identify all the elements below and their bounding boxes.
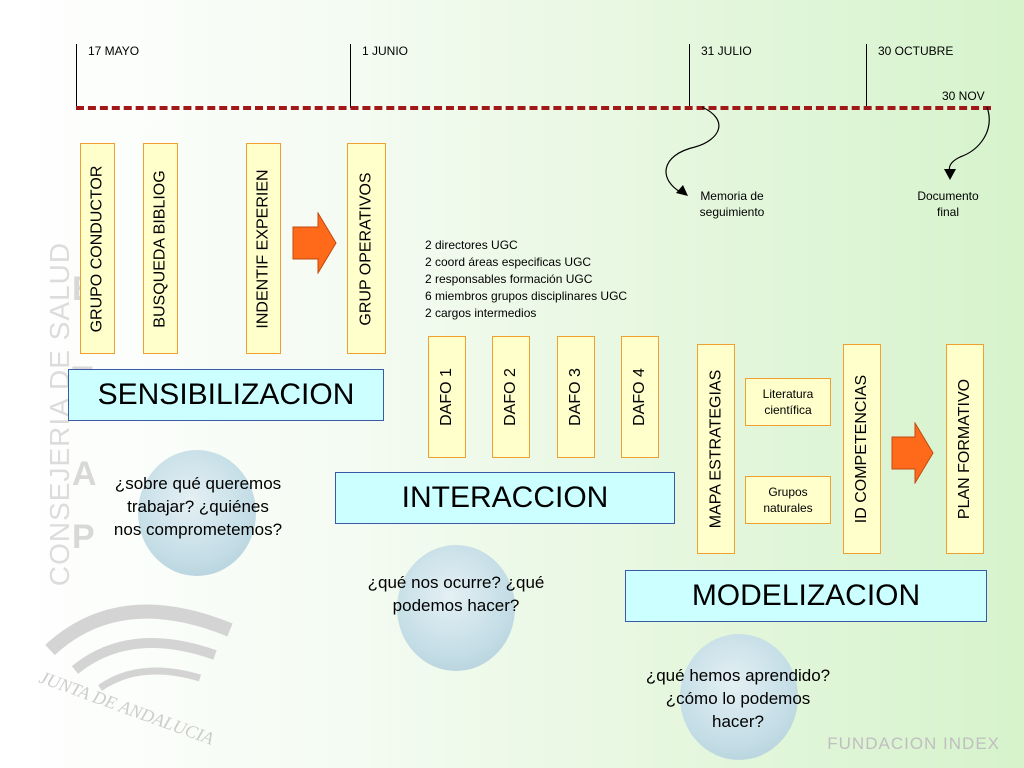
box-literatura-cientifica: Literatura científica <box>745 378 831 426</box>
box-dafo-2: DAFO 2 <box>492 336 530 458</box>
question-circle-2 <box>397 545 515 671</box>
timeline-curved-arrows <box>665 106 990 196</box>
box-plan-formativo: PLAN FORMATIVO <box>946 344 984 554</box>
box-indentif-experien: INDENTIF EXPERIEN <box>246 143 281 354</box>
box-dafo-4: DAFO 4 <box>621 336 659 458</box>
phase-modelizacion: MODELIZACION <box>625 570 987 622</box>
box-dafo-3-label: DAFO 3 <box>567 368 585 426</box>
members-item: 6 miembros grupos disciplinares UGC <box>425 289 628 303</box>
box-busqueda-bibliog-label: BUSQUEDA BIBLIOG <box>151 169 169 328</box>
question-3: ¿qué hemos aprendido? ¿cómo lo podemos h… <box>645 666 831 731</box>
box-dafo-4-label: DAFO 4 <box>631 368 649 426</box>
box-id-competencias: ID COMPETENCIAS <box>843 344 881 554</box>
date-1-junio: 1 JUNIO <box>362 44 409 58</box>
members-item: 2 directores UGC <box>425 238 518 252</box>
box-grupos-naturales: Grupos naturales <box>745 476 831 524</box>
phase-interaccion: INTERACCION <box>335 472 675 524</box>
members-item: 2 coord áreas especificas UGC <box>425 255 592 269</box>
members-item: 2 responsables formación UGC <box>425 272 593 286</box>
box-mapa-estrategias-label: MAPA ESTRATEGIAS <box>707 369 724 529</box>
watermark-letter-a: A <box>72 455 97 493</box>
date-30-nov: 30 NOV <box>942 89 985 103</box>
tick-1-junio <box>350 44 351 108</box>
box-dafo-1-label: DAFO 1 <box>438 368 456 426</box>
box-grupo-conductor: GRUPO CONDUCTOR <box>80 143 115 354</box>
question-1: ¿sobre qué queremos trabajar? ¿quiénes n… <box>113 474 283 539</box>
date-17-mayo: 17 MAYO <box>88 44 140 58</box>
tick-30-octubre <box>866 44 867 108</box>
box-mapa-estrategias: MAPA ESTRATEGIAS <box>697 344 735 554</box>
date-31-julio: 31 JULIO <box>701 44 752 58</box>
tick-17-mayo <box>76 44 77 108</box>
box-busqueda-bibliog: BUSQUEDA BIBLIOG <box>143 143 178 354</box>
watermark-letter-p: P <box>72 518 95 556</box>
tick-31-julio <box>689 44 690 108</box>
note-documento-final: Documento final <box>917 189 979 219</box>
arrow-right-icon-2 <box>891 422 934 484</box>
footer-fundacion-index: FUNDACION INDEX <box>827 734 1000 753</box>
box-grup-operativos-label: GRUP OPERATIVOS <box>357 171 375 326</box>
members-list: 2 directores UGC 2 coord áreas especific… <box>425 237 627 322</box>
box-grupo-conductor-label: GRUPO CONDUCTOR <box>88 165 106 332</box>
svg-text:JUNTA DE ANDALUCIA: JUNTA DE ANDALUCIA <box>37 667 218 749</box>
date-30-octubre: 30 OCTUBRE <box>878 44 954 58</box>
box-indentif-experien-label: INDENTIF EXPERIEN <box>254 168 272 329</box>
question-circle-1 <box>138 450 256 576</box>
box-plan-formativo-label: PLAN FORMATIVO <box>956 378 974 520</box>
timeline-dashed-line <box>76 106 991 110</box>
box-dafo-2-label: DAFO 2 <box>502 368 520 426</box>
question-2: ¿qué nos ocurre? ¿qué podemos hacer? <box>367 573 545 615</box>
box-grup-operativos: GRUP OPERATIVOS <box>347 143 386 354</box>
question-circle-3 <box>680 634 798 760</box>
box-dafo-3: DAFO 3 <box>557 336 595 458</box>
arrow-right-icon-1 <box>292 212 337 274</box>
members-item: 2 cargos intermedios <box>425 306 537 320</box>
phase-sensibilizacion: SENSIBILIZACION <box>68 369 384 421</box>
note-memoria-seguimiento: Memoria de seguimiento <box>699 189 765 219</box>
box-id-competencias-label: ID COMPETENCIAS <box>853 374 870 524</box>
junta-andalucia-logo: JUNTA DE ANDALUCIA <box>37 604 233 749</box>
box-dafo-1: DAFO 1 <box>428 336 466 458</box>
